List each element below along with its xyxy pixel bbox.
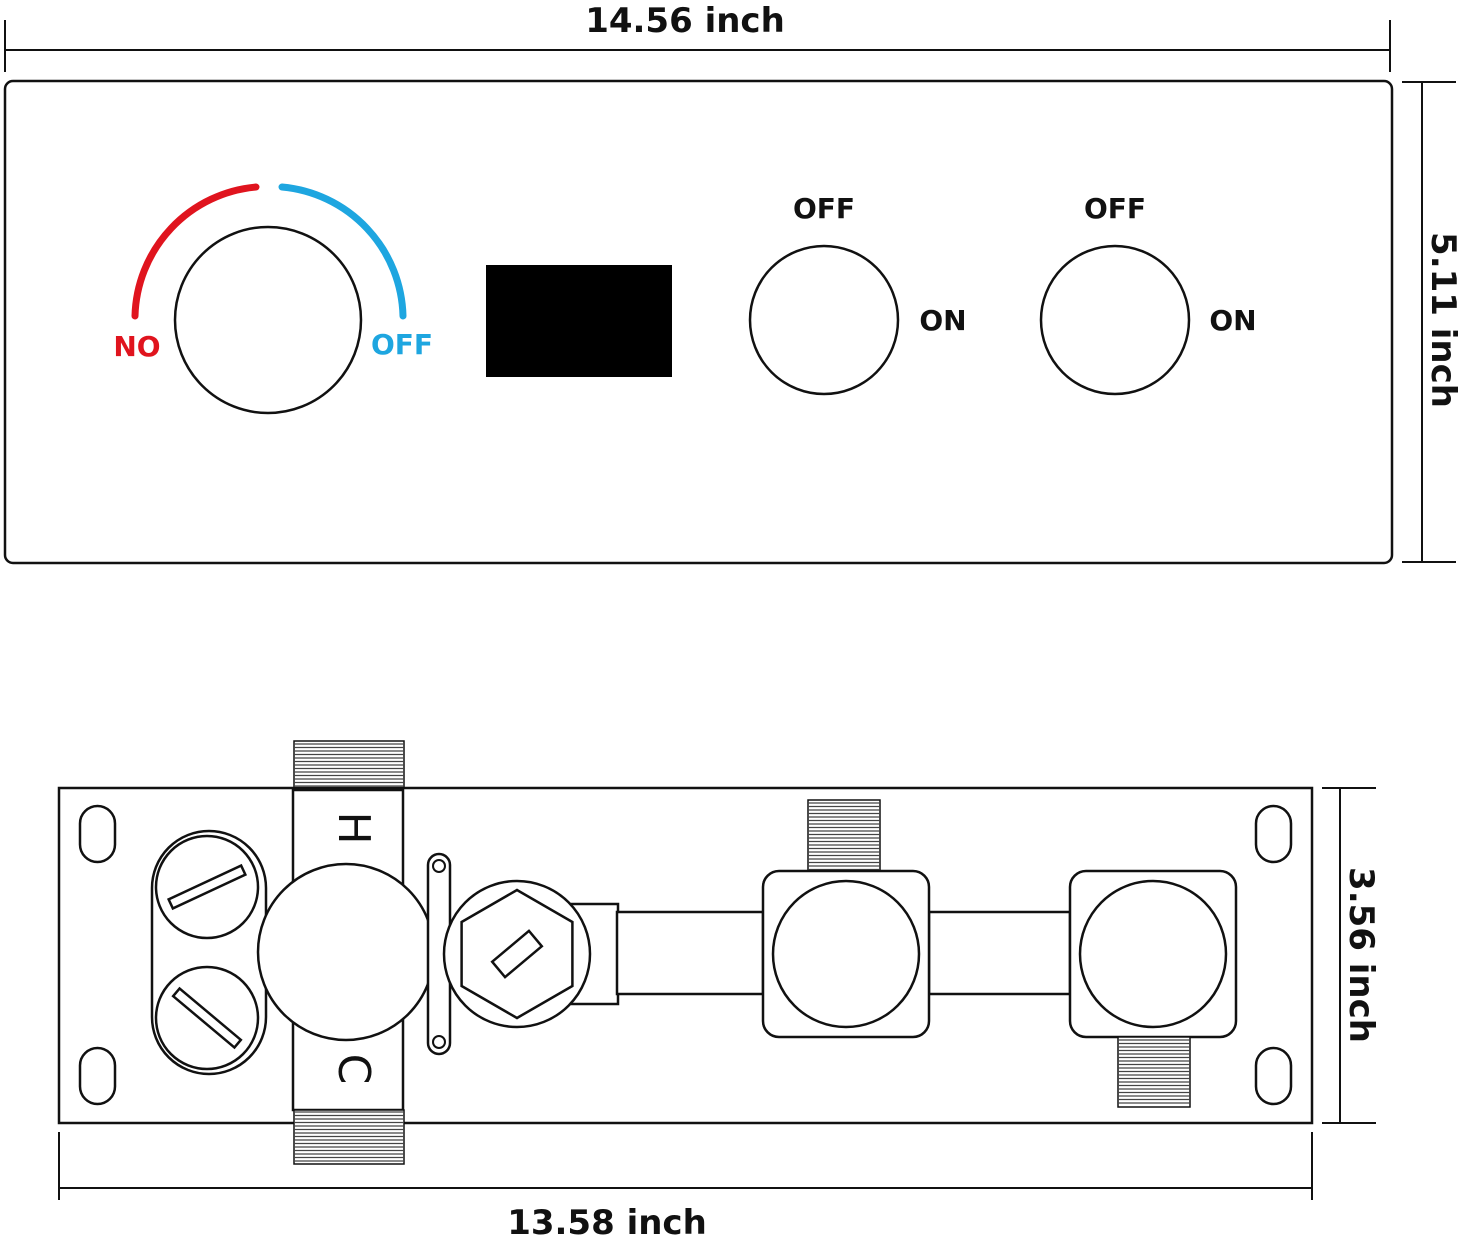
valve-height-dimension: 3.56 inch [1322, 787, 1381, 1124]
switch-1-on-label: ON [919, 304, 966, 337]
faceplate-width-dimension: 14.56 inch [4, 1, 1391, 72]
flow-cartridge-slot [490, 929, 544, 979]
hot-arc [131, 183, 260, 320]
clip-hole-top [432, 859, 446, 873]
valve-width-label: 13.58 inch [507, 1203, 707, 1239]
mount-hole-bottom-left [78, 1046, 117, 1106]
switch-2-off-label: OFF [1084, 192, 1146, 225]
pipe-segment-1 [615, 910, 765, 996]
mount-hole-top-left [78, 804, 117, 864]
outlet-2-thread [1117, 1036, 1191, 1108]
hot-inlet-thread [293, 740, 405, 792]
cold-inlet-thread [293, 1109, 405, 1165]
valve-height-label: 3.56 inch [1341, 867, 1381, 1043]
cold-label: OFF [371, 328, 433, 361]
cold-arc [278, 183, 407, 320]
mount-hole-top-right [1254, 804, 1293, 864]
valve-width-dimension: 13.58 inch [58, 1132, 1313, 1243]
digital-display [486, 265, 672, 377]
stop-screw-top-slot [166, 863, 248, 911]
pipe-segment-2 [927, 910, 1072, 996]
faceplate-height-dimension: 5.11 inch [1402, 81, 1462, 563]
hot-label: NO [113, 330, 160, 363]
faceplate-height-label: 5.11 inch [1423, 232, 1462, 408]
faceplate-outline [3, 79, 1394, 565]
hot-mark: H [328, 811, 379, 844]
switch-2-group: OFF ON [1039, 192, 1257, 396]
valve-body: H C [57, 740, 1314, 1165]
faceplate-width-label: 14.56 inch [585, 1, 785, 41]
outlet-1-thread [807, 799, 881, 873]
stop-screw-bottom-slot [171, 986, 243, 1050]
switch-2-on-label: ON [1209, 304, 1256, 337]
switch-1-knob[interactable] [748, 244, 900, 396]
faceplate: NO OFF OFF ON OFF ON [3, 79, 1394, 565]
temperature-dial-group: NO OFF [113, 183, 433, 415]
switch-1-off-label: OFF [793, 192, 855, 225]
diverter-2-cartridge[interactable] [1078, 879, 1228, 1029]
clip-hole-bottom [432, 1035, 446, 1049]
cold-mark: C [328, 1054, 379, 1085]
temperature-dial[interactable] [173, 225, 363, 415]
switch-2-knob[interactable] [1039, 244, 1191, 396]
thermostatic-cartridge [256, 862, 436, 1042]
mount-hole-bottom-right [1254, 1046, 1293, 1106]
switch-1-group: OFF ON [748, 192, 967, 396]
diverter-1-cartridge[interactable] [771, 879, 921, 1029]
